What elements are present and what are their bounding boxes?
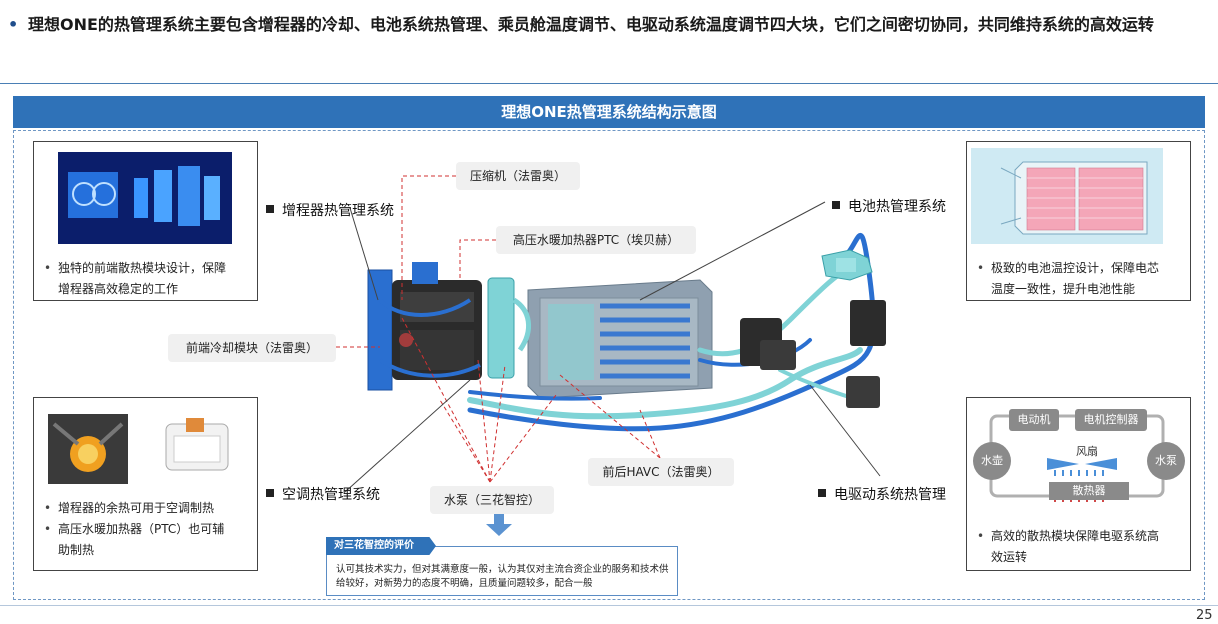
evaluation-text: 认可其技术实力，但对其满意度一般，认为其仅对主流合资企业的服务和技术供给较好，对…: [336, 564, 669, 589]
label-battery-system: 电池热管理系统: [832, 196, 946, 216]
bullet-icon: •: [44, 522, 52, 536]
label-edrive-system: 电驱动系统热管理: [818, 484, 946, 504]
label-ac-system: 空调热管理系统: [266, 484, 380, 504]
card-battery: •极致的电池温控设计，保障电芯 温度一致性，提升电池性能: [966, 141, 1191, 301]
battery-chiller-graphic: [821, 249, 873, 281]
callout-havc: 前后HAVC（法雷奥）: [588, 458, 734, 486]
edrive-modules-graphic: [740, 300, 886, 408]
ac-components-image: [48, 414, 229, 484]
square-bullet-icon: [266, 489, 274, 497]
page-number: 25: [1196, 608, 1213, 623]
node-water-pump: 水泵: [1147, 442, 1185, 480]
node-radiator: 散热器: [1049, 482, 1129, 500]
headline-bullet: •: [8, 15, 19, 34]
square-bullet-icon: [832, 201, 840, 209]
diagram-title: 理想ONE热管理系统结构示意图: [13, 96, 1205, 128]
bullet-icon: •: [977, 261, 985, 275]
callout-ptc-heater: 高压水暖加热器PTC（埃贝赫）: [496, 226, 696, 254]
callout-connectors: [336, 175, 661, 483]
bullet-icon: •: [44, 261, 52, 275]
card-range-extender: •独特的前端散热模块设计，保障 增程器高效稳定的工作: [33, 141, 258, 301]
arrow-up-icon: [486, 508, 512, 536]
top-divider: [0, 83, 1218, 84]
front-cooling-module-image: [58, 152, 232, 244]
headline: • 理想ONE的热管理系统主要包含增程器的冷却、电池系统热管理、乘员舱温度调节、电…: [8, 8, 1213, 42]
evaluation-tag: 对三花智控的评价: [326, 537, 436, 555]
square-bullet-icon: [818, 489, 826, 497]
card-edrive: 电动机 电机控制器 水壶 水泵 风扇 散热器 •高效的散热模块保障电驱系统高 效…: [966, 397, 1191, 571]
bullet-icon: •: [977, 529, 985, 543]
diagram-frame: [13, 130, 1205, 600]
callout-front-cooling: 前端冷却模块（法雷奥）: [168, 334, 336, 362]
callout-compressor: 压缩机（法雷奥）: [456, 162, 580, 190]
system-leader-lines: [344, 201, 881, 493]
label-range-extender-system: 增程器热管理系统: [266, 200, 394, 220]
callout-water-pump: 水泵（三花智控）: [430, 486, 554, 514]
square-bullet-icon: [266, 205, 274, 213]
battery-pack-image: [971, 148, 1163, 244]
headline-text: 理想ONE的热管理系统主要包含增程器的冷却、电池系统热管理、乘员舱温度调节、电驱…: [28, 15, 1154, 34]
label-fan: 风扇: [1076, 445, 1098, 458]
battery-pack-graphic: [527, 279, 713, 399]
bottom-divider: [0, 605, 1218, 606]
card-ac: •增程器的余热可用于空调制热 •高压水暖加热器（PTC）也可辅 助制热: [33, 397, 258, 571]
bullet-icon: •: [44, 501, 52, 515]
node-motor-controller: 电机控制器: [1075, 409, 1147, 431]
node-water-tank: 水壶: [973, 442, 1011, 480]
node-motor: 电动机: [1009, 409, 1059, 431]
